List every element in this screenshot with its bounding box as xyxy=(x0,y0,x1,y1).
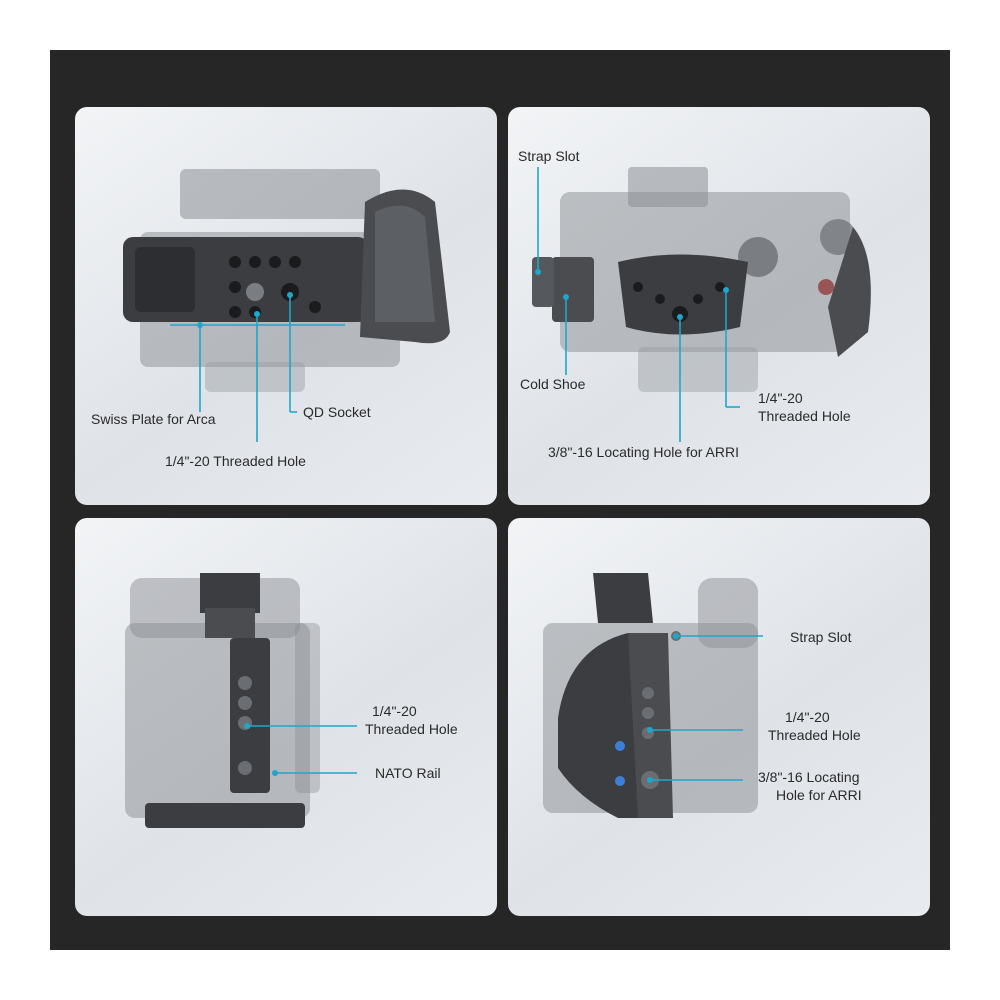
label-swiss-plate: Swiss Plate for Arca xyxy=(91,411,216,427)
label-threaded-hole-line1: 1/4"-20 xyxy=(758,390,803,406)
label-strap-slot: Strap Slot xyxy=(790,629,852,645)
label-threaded-hole-line2: Threaded Hole xyxy=(758,408,851,424)
panel-left-side-view: 1/4"-20 Threaded Hole NATO Rail xyxy=(75,518,497,916)
camera-cage-right-side-illustration xyxy=(543,573,763,818)
camera-cage-left-side-illustration xyxy=(125,573,357,828)
label-nato-rail: NATO Rail xyxy=(375,765,441,781)
label-locating-hole-line1: 3/8"-16 Locating xyxy=(758,769,860,785)
label-threaded-hole: 1/4"-20 Threaded Hole xyxy=(165,453,306,469)
label-strap-slot: Strap Slot xyxy=(518,148,580,164)
panel-right-side-view: Strap Slot 1/4"-20 Threaded Hole 3/8"-16… xyxy=(508,518,930,916)
panel-rear-view: Strap Slot Cold Shoe 1/4"-20 Threaded Ho… xyxy=(508,107,930,505)
label-threaded-hole-line1: 1/4"-20 xyxy=(785,709,830,725)
camera-cage-rear-illustration xyxy=(532,167,871,442)
label-threaded-hole-line2: Threaded Hole xyxy=(365,721,458,737)
label-threaded-hole-line2: Threaded Hole xyxy=(768,727,861,743)
label-qd-socket: QD Socket xyxy=(303,404,371,420)
label-locating-hole-line2: Hole for ARRI xyxy=(776,787,862,803)
label-locating-hole: 3/8"-16 Locating Hole for ARRI xyxy=(548,444,739,460)
label-threaded-hole-line1: 1/4"-20 xyxy=(372,703,417,719)
panel-top-view: QD Socket Swiss Plate for Arca 1/4"-20 T… xyxy=(75,107,497,505)
camera-cage-top-illustration xyxy=(123,169,450,442)
label-cold-shoe: Cold Shoe xyxy=(520,376,586,392)
